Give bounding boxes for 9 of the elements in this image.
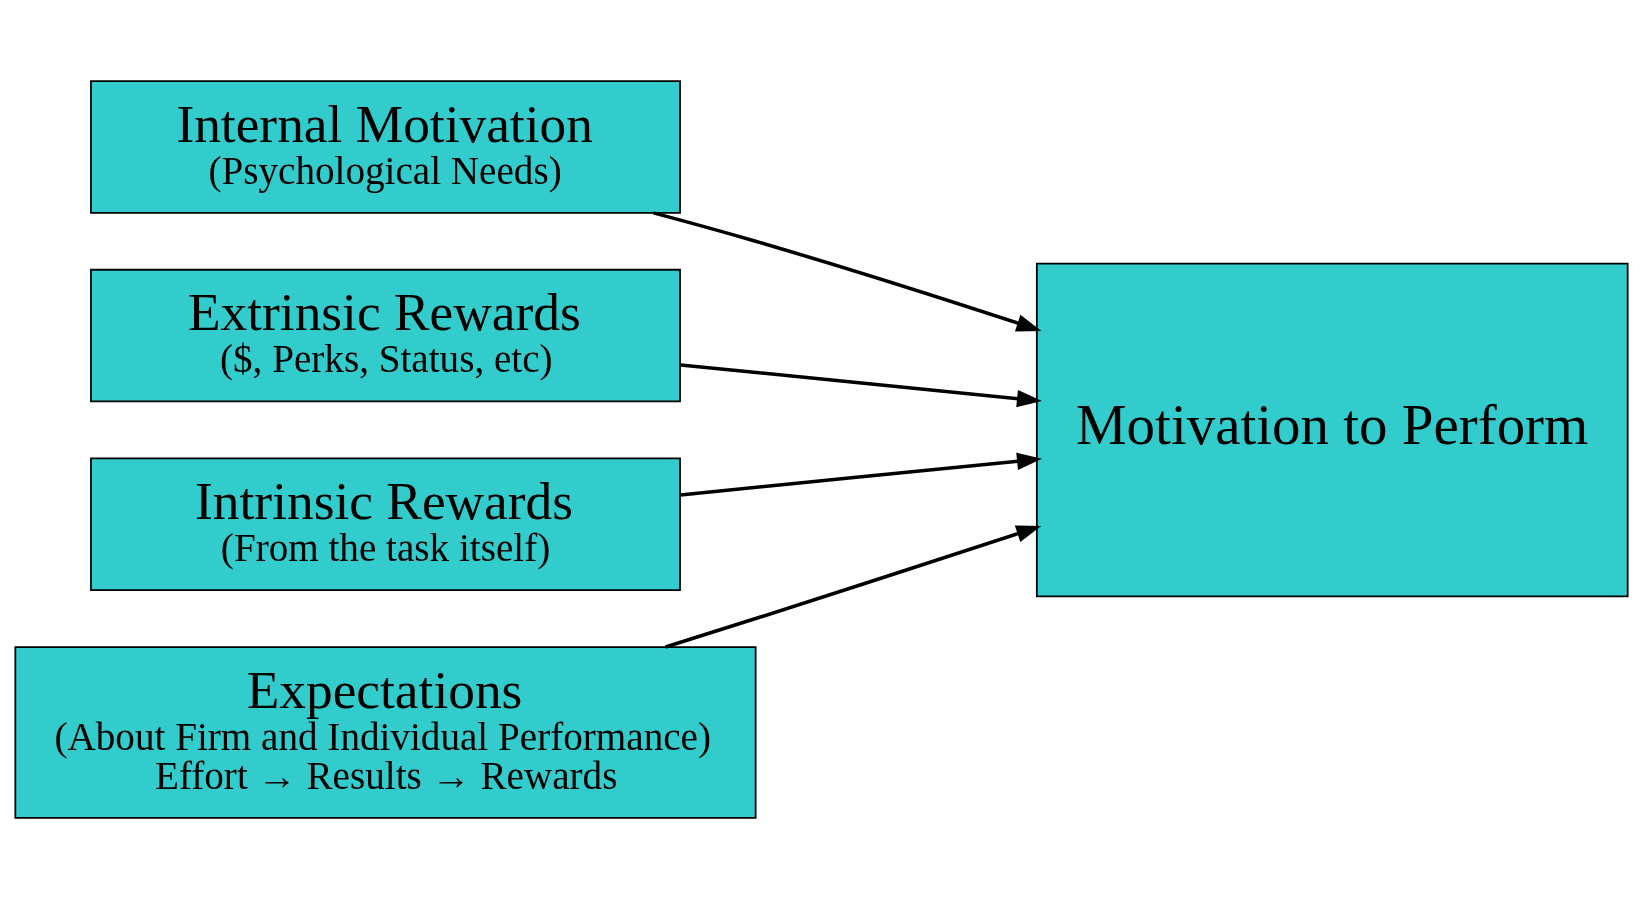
arrow <box>653 211 1042 332</box>
node-box: Internal Motivation (Psychological Needs) <box>90 80 681 214</box>
arrow <box>665 525 1042 649</box>
node-box: Extrinsic Rewards ($, Perks, Status, etc) <box>90 268 681 403</box>
node-box: Intrinsic Rewards (From the task itself) <box>90 457 681 591</box>
arrow <box>680 452 1042 497</box>
node-box: Motivation to Perform <box>1035 262 1629 598</box>
node-box: Expectations (About Firm and Individual Performance) Effort → Results → Rewards <box>14 646 757 819</box>
arrow <box>680 363 1042 408</box>
